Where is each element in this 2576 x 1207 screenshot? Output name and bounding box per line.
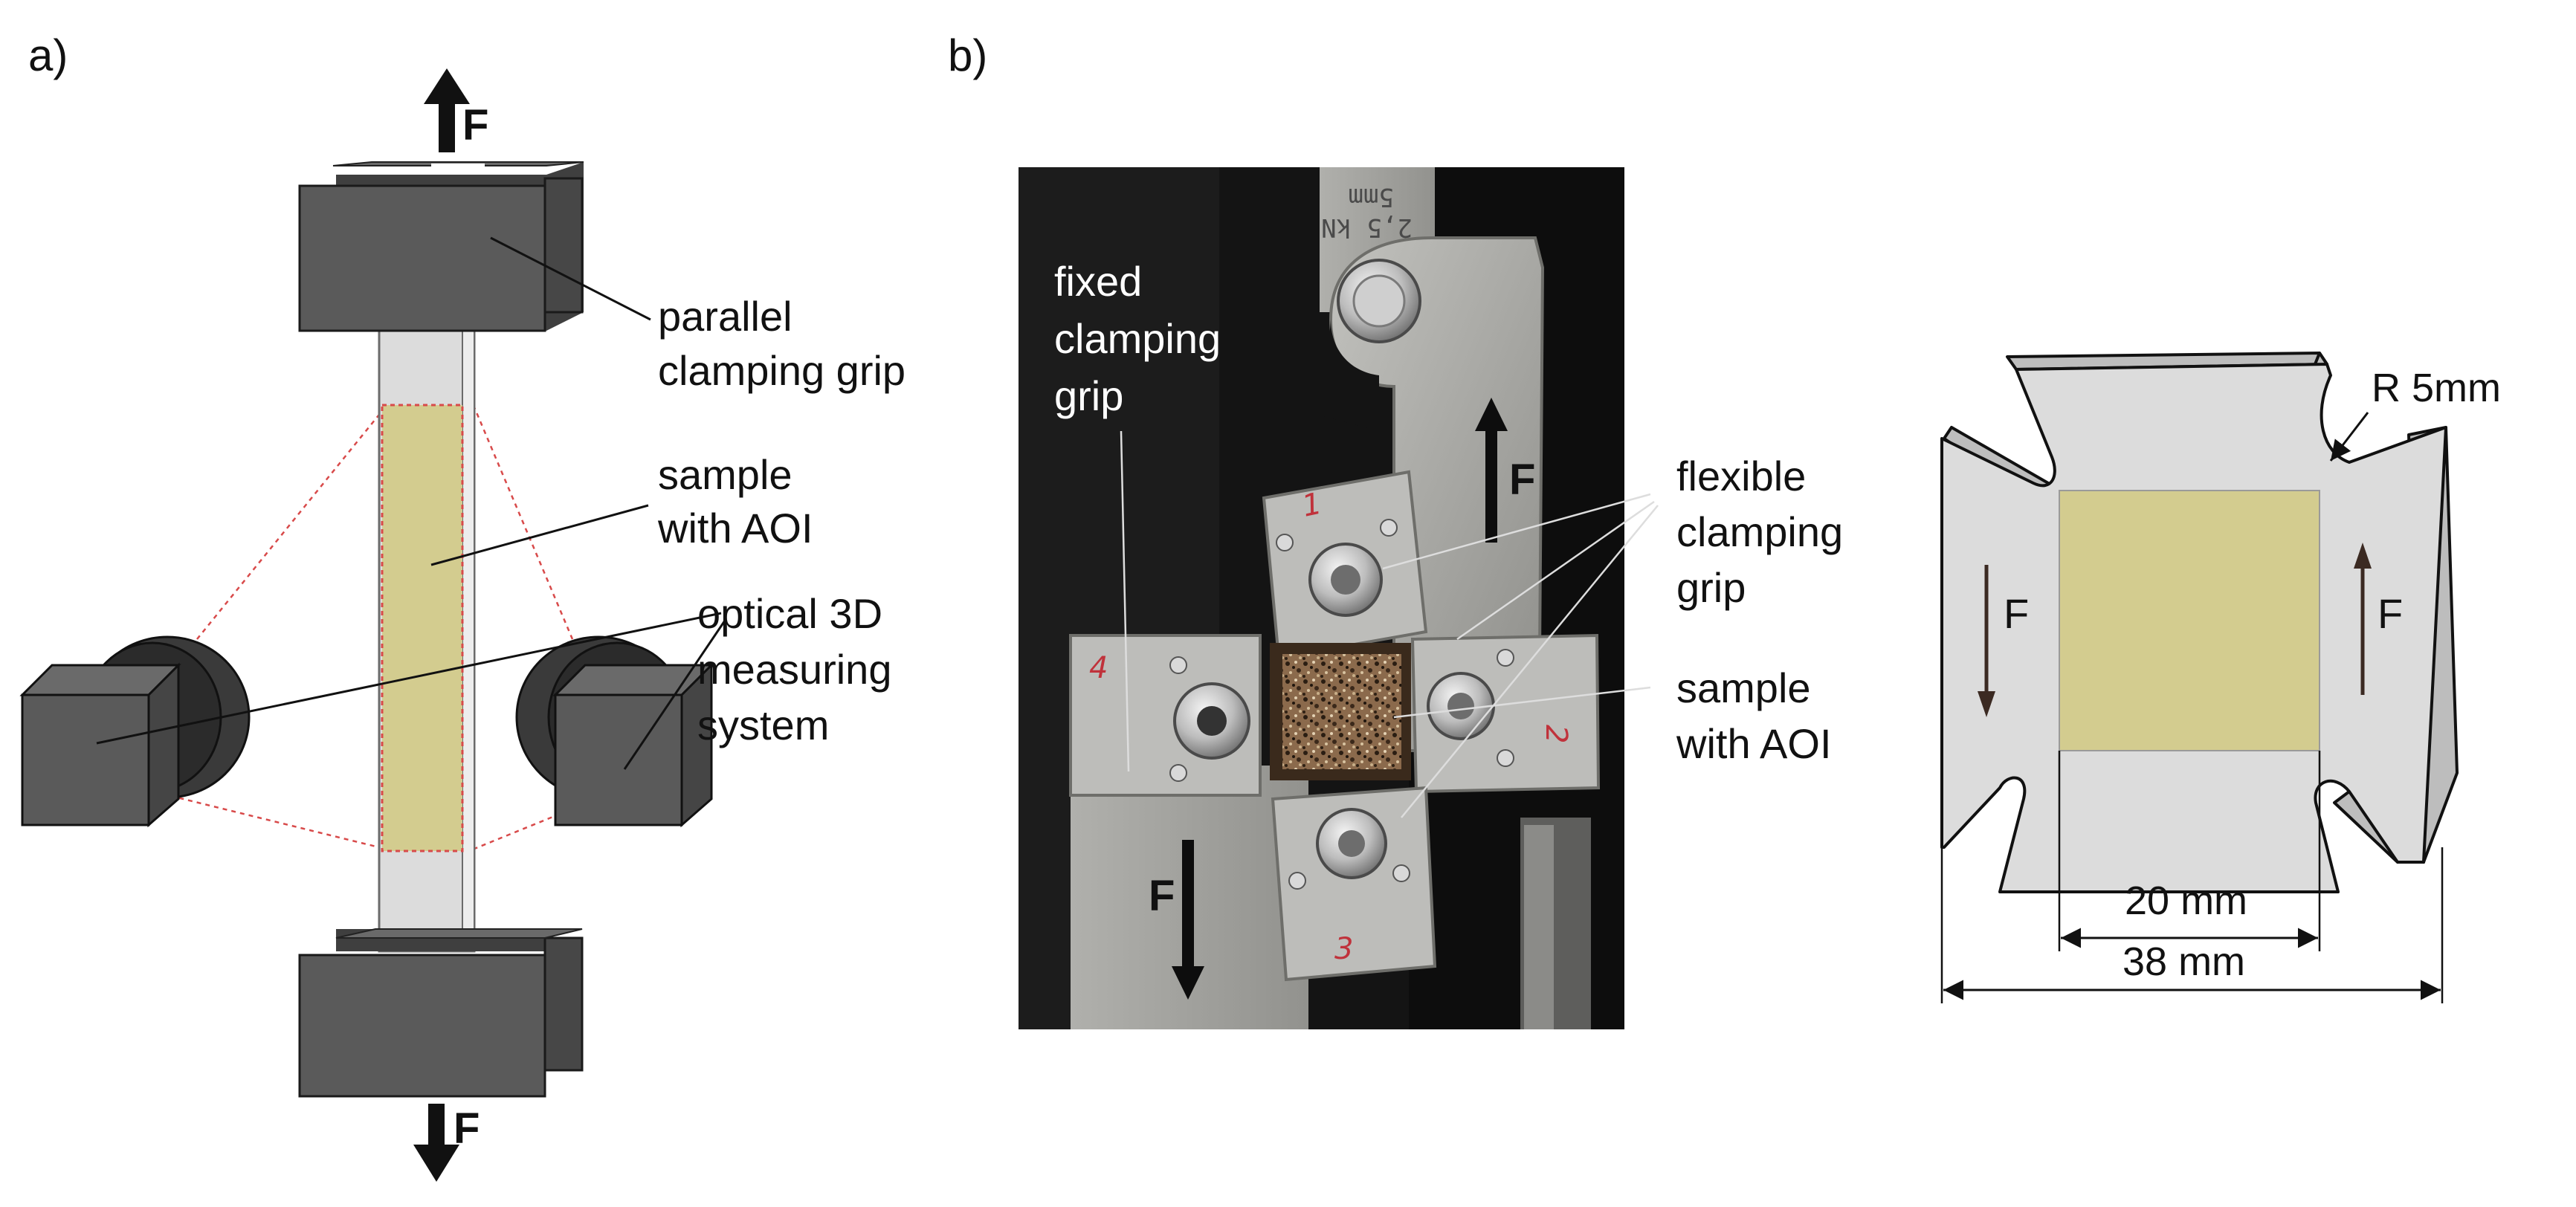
force-label-top: F <box>462 101 488 149</box>
photo-force-down-label: F <box>1149 872 1175 920</box>
callout-clamp-line1: parallel <box>658 293 793 340</box>
parallel-clamp-bottom <box>298 928 584 1098</box>
camera-right-icon <box>515 635 714 828</box>
callout-flex-line2: clamping <box>1676 508 1843 555</box>
pen-mark-3: 3 <box>1334 932 1353 966</box>
force-label-bottom: F <box>453 1104 480 1153</box>
specimen-force-right-label: F <box>2378 590 2403 637</box>
camera-field-of-view <box>161 407 610 850</box>
specimen-force-left-label: F <box>2004 590 2029 637</box>
callout-flex-line3: grip <box>1676 564 1746 611</box>
specimen-force-up-icon <box>2354 543 2372 695</box>
specimen-aoi <box>2059 490 2320 751</box>
callout-sample-line2: with AOI <box>657 505 813 551</box>
outer-dim-label: 38 mm <box>2123 939 2245 984</box>
stamp-line1: 5mm <box>1349 182 1394 212</box>
inner-dim-label: 20 mm <box>2125 878 2247 923</box>
specimen-force-down-icon <box>1978 565 1995 717</box>
area-of-interest <box>381 404 464 852</box>
test-rig-photo <box>1019 167 1624 1029</box>
force-arrow-down-icon <box>413 1104 459 1182</box>
cruciform-specimen-drawing: R 5mm F F 20 mm 38 mm <box>1940 352 2501 1003</box>
stamp-line2: 2,5 kN <box>1321 213 1413 242</box>
callout-clamp-line2: clamping grip <box>658 347 906 394</box>
callout-optical-line1: optical 3D <box>697 590 882 637</box>
camera-left-icon <box>19 635 251 828</box>
photo-fixed-line3: grip <box>1054 372 1123 419</box>
photo-force-up-icon <box>1475 398 1508 543</box>
pen-mark-2: 2 <box>1539 725 1573 743</box>
panel-b: b) <box>948 30 1843 1029</box>
force-arrow-up-icon <box>424 68 470 152</box>
photo-fixed-line1: fixed <box>1054 258 1142 305</box>
parallel-clamp-top <box>298 161 584 332</box>
photo-fixed-line2: clamping <box>1054 315 1221 362</box>
callout-sample-line1: sample <box>658 451 793 498</box>
panel-a-label: a) <box>28 30 68 80</box>
photo-leader-lines <box>1120 430 1659 818</box>
callout-optical-line3: system <box>697 702 829 748</box>
callout-optical-line2: measuring <box>697 646 891 693</box>
pen-mark-4: 4 <box>1089 651 1108 685</box>
callout-photo-sample-line1: sample <box>1676 664 1811 711</box>
panel-b-label: b) <box>948 30 987 80</box>
panel-a: a) F <box>19 30 906 1182</box>
photo-force-up-label: F <box>1509 456 1535 504</box>
callout-flex-line1: flexible <box>1676 453 1806 499</box>
callout-photo-sample-line2: with AOI <box>1676 720 1832 767</box>
panel-a-leader-lines <box>96 236 726 770</box>
radius-label: R 5mm <box>2372 366 2501 410</box>
photo-force-down-icon <box>1172 840 1204 1000</box>
